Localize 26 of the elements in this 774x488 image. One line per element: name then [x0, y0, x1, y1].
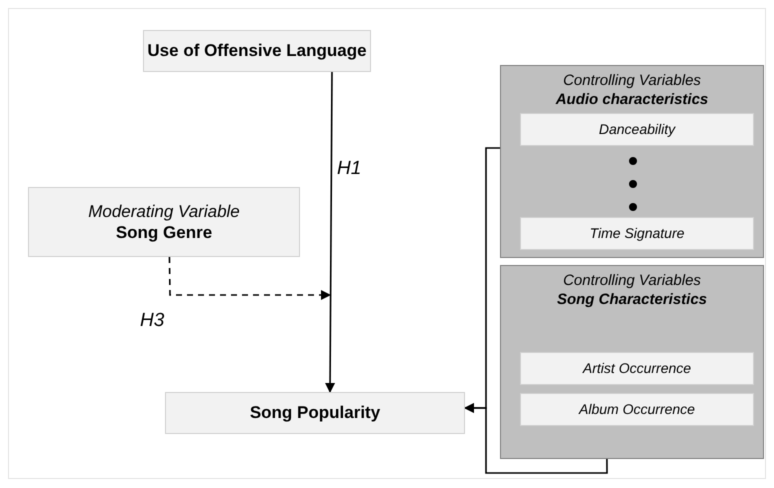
box-label: Song Popularity — [250, 402, 380, 424]
box-subtitle: Controlling Variables — [563, 72, 701, 91]
dashed-arrow — [168, 256, 331, 300]
group-panel — [500, 65, 764, 258]
concept-box — [28, 187, 300, 257]
arrow — [464, 402, 608, 474]
box-label: Audio characteristics — [556, 90, 708, 110]
box-label: Danceability — [598, 120, 676, 138]
box-label: Song Genre — [116, 222, 212, 244]
box-label: Use of Offensive Language — [147, 40, 367, 62]
concept-box — [143, 30, 371, 72]
box-label: Artist Occurrence — [582, 360, 692, 378]
arrow — [325, 72, 336, 393]
box-label: Song Characteristics — [556, 290, 708, 310]
variable-box — [520, 113, 754, 146]
box-subtitle: Controlling Variables — [563, 272, 701, 291]
variable-box — [520, 217, 754, 250]
variable-box — [520, 352, 754, 385]
variable-box — [520, 393, 754, 426]
group-panel — [500, 265, 764, 459]
box-subtitle: Moderating Variable — [88, 200, 240, 222]
box-label: Time Signature — [590, 224, 684, 242]
concept-box — [165, 392, 465, 434]
edge-label: H3 — [140, 310, 164, 332]
box-label: Album Occurrence — [579, 400, 695, 418]
edge-label: H1 — [337, 158, 362, 180]
